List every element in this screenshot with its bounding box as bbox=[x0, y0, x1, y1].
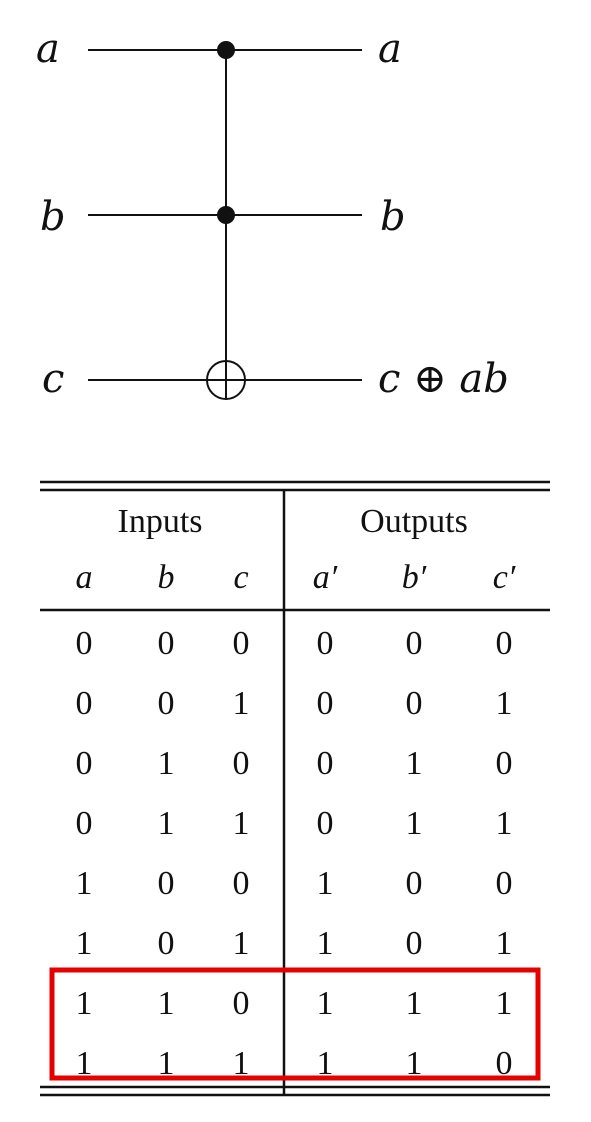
input-label-c: c bbox=[42, 356, 64, 402]
table-cell: 1 bbox=[158, 745, 175, 782]
table-cell: 1 bbox=[496, 985, 513, 1022]
table-cell: 1 bbox=[406, 985, 423, 1022]
input-label-a: a bbox=[36, 26, 60, 72]
col-a: a bbox=[76, 559, 93, 596]
table-cell: 0 bbox=[233, 625, 250, 662]
table-cell: 1 bbox=[158, 985, 175, 1022]
table-cell: 0 bbox=[496, 745, 513, 782]
table-cell: 1 bbox=[233, 685, 250, 722]
table-cell: 1 bbox=[406, 805, 423, 842]
table-cell: 0 bbox=[496, 865, 513, 902]
table-cell: 1 bbox=[233, 1045, 250, 1082]
table-cell: 0 bbox=[406, 625, 423, 662]
table-row: 0 1 0 0 1 0 bbox=[76, 745, 513, 782]
table-cell: 0 bbox=[76, 685, 93, 722]
col-c-prime: c′ bbox=[493, 559, 516, 596]
table-cell: 0 bbox=[406, 865, 423, 902]
table-cell: 0 bbox=[158, 865, 175, 902]
table-row: 1 1 0 1 1 1 bbox=[76, 985, 513, 1022]
col-b-prime: b′ bbox=[402, 559, 427, 596]
col-a-prime: a′ bbox=[313, 559, 338, 596]
table-cell: 1 bbox=[406, 745, 423, 782]
table-cell: 0 bbox=[233, 745, 250, 782]
table-cell: 0 bbox=[317, 685, 334, 722]
table-row: 1 1 1 1 1 0 bbox=[76, 1045, 513, 1082]
col-b: b bbox=[158, 559, 175, 596]
table-cell: 1 bbox=[317, 865, 334, 902]
control-dot-a bbox=[217, 41, 235, 59]
target-xor-icon bbox=[206, 360, 246, 400]
output-label-b: b bbox=[380, 194, 406, 240]
table-cell: 0 bbox=[496, 625, 513, 662]
table-cell: 0 bbox=[158, 925, 175, 962]
table-cell: 1 bbox=[317, 985, 334, 1022]
inputs-header: Inputs bbox=[118, 503, 203, 540]
table-cell: 0 bbox=[158, 685, 175, 722]
output-label-c: c ⊕ ab bbox=[378, 356, 509, 402]
table-cell: 1 bbox=[406, 1045, 423, 1082]
table-cell: 1 bbox=[158, 1045, 175, 1082]
table-cell: 1 bbox=[233, 925, 250, 962]
table-cell: 0 bbox=[76, 745, 93, 782]
table-cell: 0 bbox=[233, 985, 250, 1022]
table-cell: 1 bbox=[496, 925, 513, 962]
table-cell: 0 bbox=[317, 745, 334, 782]
table-cell: 1 bbox=[233, 805, 250, 842]
table-row: 0 0 0 0 0 0 bbox=[76, 625, 513, 662]
table-cell: 1 bbox=[76, 865, 93, 902]
table-cell: 0 bbox=[317, 625, 334, 662]
table-cell: 1 bbox=[76, 985, 93, 1022]
outputs-header: Outputs bbox=[360, 503, 468, 540]
table-cell: 0 bbox=[406, 685, 423, 722]
table-cell: 1 bbox=[158, 805, 175, 842]
toffoli-circuit: a b c a b c ⊕ ab bbox=[36, 26, 509, 402]
table-cell: 0 bbox=[158, 625, 175, 662]
highlight-box bbox=[49, 967, 541, 1081]
table-cell: 1 bbox=[317, 1045, 334, 1082]
table-row: 0 1 1 0 1 1 bbox=[76, 805, 513, 842]
table-cell: 0 bbox=[406, 925, 423, 962]
table-cell: 0 bbox=[76, 805, 93, 842]
table-row: 1 0 1 1 0 1 bbox=[76, 925, 513, 962]
control-dot-b bbox=[217, 206, 235, 224]
table-row: 1 0 0 1 0 0 bbox=[76, 865, 513, 902]
table-cell: 1 bbox=[496, 805, 513, 842]
table-cell: 0 bbox=[496, 1045, 513, 1082]
col-c: c bbox=[233, 559, 248, 596]
table-cell: 1 bbox=[317, 925, 334, 962]
table-cell: 1 bbox=[76, 925, 93, 962]
table-cell: 0 bbox=[317, 805, 334, 842]
table-row: 0 0 1 0 0 1 bbox=[76, 685, 513, 722]
output-label-a: a bbox=[378, 26, 402, 72]
table-cell: 0 bbox=[233, 865, 250, 902]
table-cell: 0 bbox=[76, 625, 93, 662]
table-cell: 1 bbox=[76, 1045, 93, 1082]
input-label-b: b bbox=[40, 194, 66, 240]
table-cell: 1 bbox=[496, 685, 513, 722]
